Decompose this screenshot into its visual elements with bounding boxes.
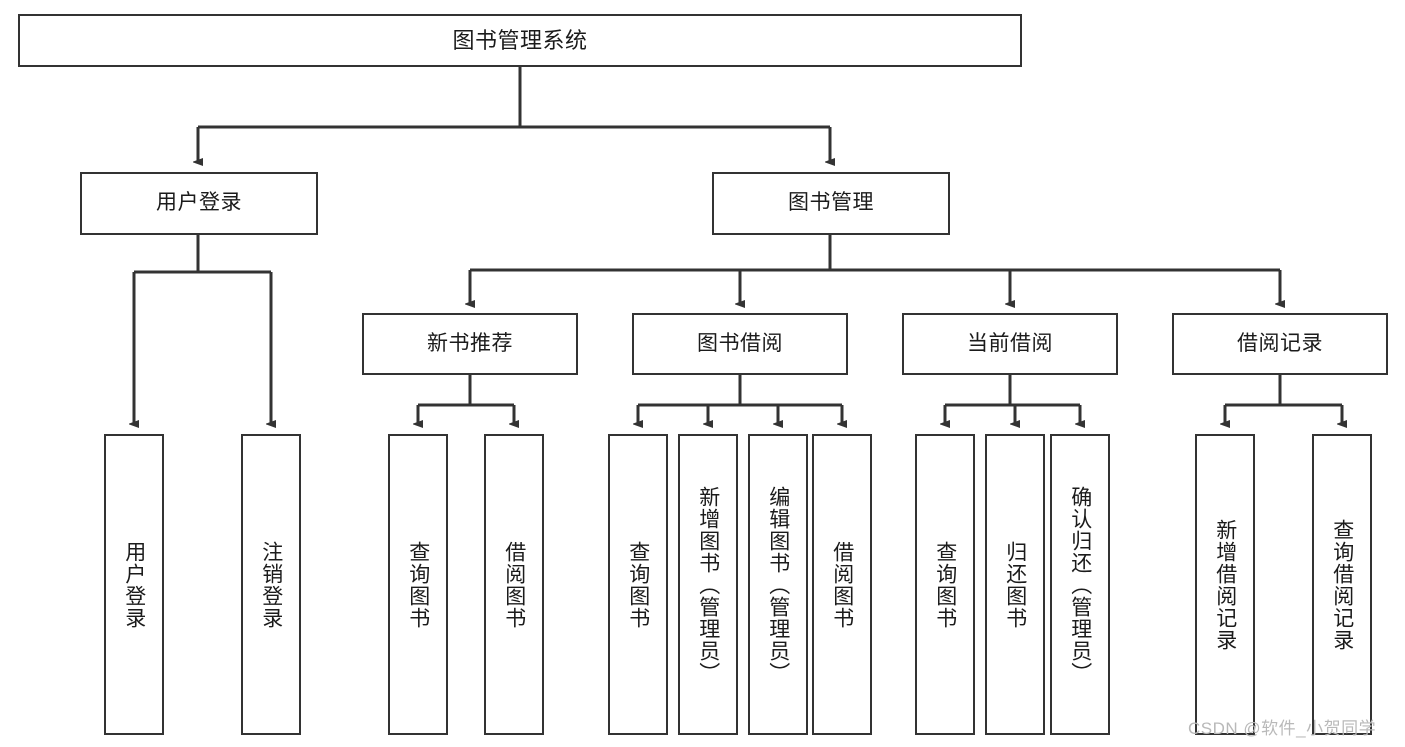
node-label: 图书管理 xyxy=(788,191,874,215)
node-current-borrow[interactable]: 当前借阅 xyxy=(902,313,1118,375)
node-label: 用户登录 xyxy=(156,191,242,215)
node-label: 归还图书 xyxy=(1003,540,1027,629)
node-leaf-return-book[interactable]: 归还图书 xyxy=(985,434,1045,735)
node-label: 编辑图书（管理员） xyxy=(766,485,790,684)
node-leaf-user-login[interactable]: 用户登录 xyxy=(104,434,164,735)
node-label: 查询借阅记录 xyxy=(1330,518,1354,651)
node-borrow-record[interactable]: 借阅记录 xyxy=(1172,313,1388,375)
node-label: 注销登录 xyxy=(259,540,283,629)
node-leaf-query-book-2[interactable]: 查询图书 xyxy=(608,434,668,735)
node-label: 查询图书 xyxy=(406,540,430,629)
node-leaf-borrow-book-1[interactable]: 借阅图书 xyxy=(484,434,544,735)
node-label: 借阅图书 xyxy=(502,540,526,629)
node-label: 确认归还（管理员） xyxy=(1068,485,1092,684)
node-user-login[interactable]: 用户登录 xyxy=(80,172,318,235)
node-label: 用户登录 xyxy=(122,540,146,629)
node-label: 查询图书 xyxy=(626,540,650,629)
node-label: 查询图书 xyxy=(933,540,957,629)
node-leaf-edit-book[interactable]: 编辑图书（管理员） xyxy=(748,434,808,735)
node-label: 借阅图书 xyxy=(830,540,854,629)
node-label: 图书管理系统 xyxy=(452,27,588,53)
node-label: 借阅记录 xyxy=(1237,331,1323,355)
node-label: 当前借阅 xyxy=(967,331,1053,355)
node-book-borrow[interactable]: 图书借阅 xyxy=(632,313,848,375)
node-leaf-query-borrow-record[interactable]: 查询借阅记录 xyxy=(1312,434,1372,735)
node-book-management[interactable]: 图书管理 xyxy=(712,172,950,235)
csdn-watermark: CSDN @软件_小贺同学 xyxy=(1188,719,1377,738)
node-label: 新增借阅记录 xyxy=(1213,518,1237,651)
node-leaf-confirm-return[interactable]: 确认归还（管理员） xyxy=(1050,434,1110,735)
node-leaf-logout-login[interactable]: 注销登录 xyxy=(241,434,301,735)
node-label: 新书推荐 xyxy=(427,331,513,355)
node-label: 新增图书（管理员） xyxy=(696,485,720,684)
node-leaf-query-book-3[interactable]: 查询图书 xyxy=(915,434,975,735)
node-leaf-add-book[interactable]: 新增图书（管理员） xyxy=(678,434,738,735)
node-label: 图书借阅 xyxy=(697,331,783,355)
node-leaf-borrow-book-2[interactable]: 借阅图书 xyxy=(812,434,872,735)
node-root-system[interactable]: 图书管理系统 xyxy=(18,14,1022,67)
node-leaf-query-book-1[interactable]: 查询图书 xyxy=(388,434,448,735)
node-leaf-add-borrow-record[interactable]: 新增借阅记录 xyxy=(1195,434,1255,735)
node-new-book-recommend[interactable]: 新书推荐 xyxy=(362,313,578,375)
